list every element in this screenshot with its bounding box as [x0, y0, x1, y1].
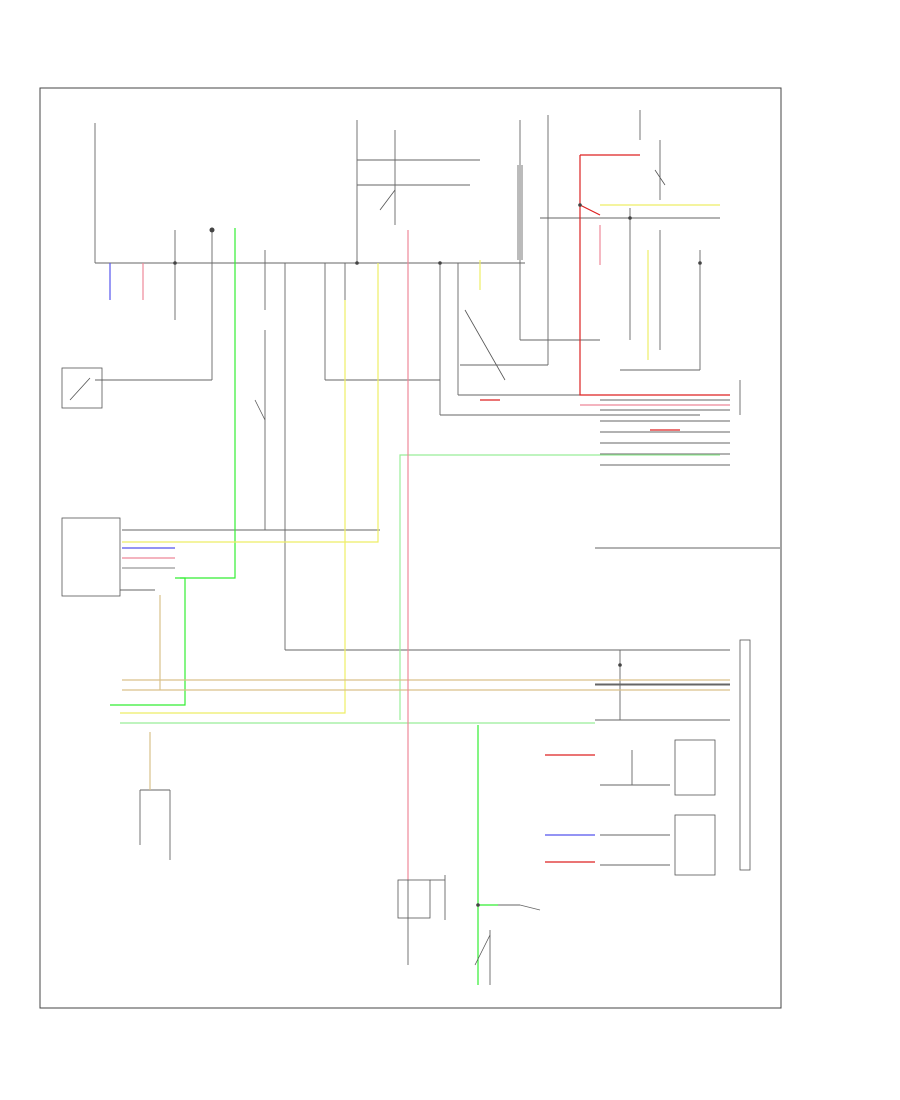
yellow-wire-1 — [122, 263, 379, 543]
green-wire-1 — [180, 228, 236, 579]
left-switch-block — [61, 367, 103, 409]
right-unit-a — [674, 739, 716, 796]
relay-block — [397, 879, 431, 919]
right-unit-b — [674, 814, 716, 876]
black-wires — [94, 110, 780, 985]
red-wire-3 — [579, 204, 601, 216]
left-module-block — [61, 517, 121, 597]
components — [61, 165, 751, 966]
colored-wires — [109, 154, 730, 985]
junction-dots — [173, 203, 702, 907]
yellow-wire-2 — [120, 300, 346, 714]
green-wire-2 — [110, 577, 186, 706]
right-bracket — [739, 639, 751, 871]
lightgreen-wire-1 — [399, 454, 720, 720]
green-wire-3 — [477, 725, 498, 906]
red-wire-1 — [579, 155, 730, 396]
diagram-frame — [39, 87, 782, 1009]
